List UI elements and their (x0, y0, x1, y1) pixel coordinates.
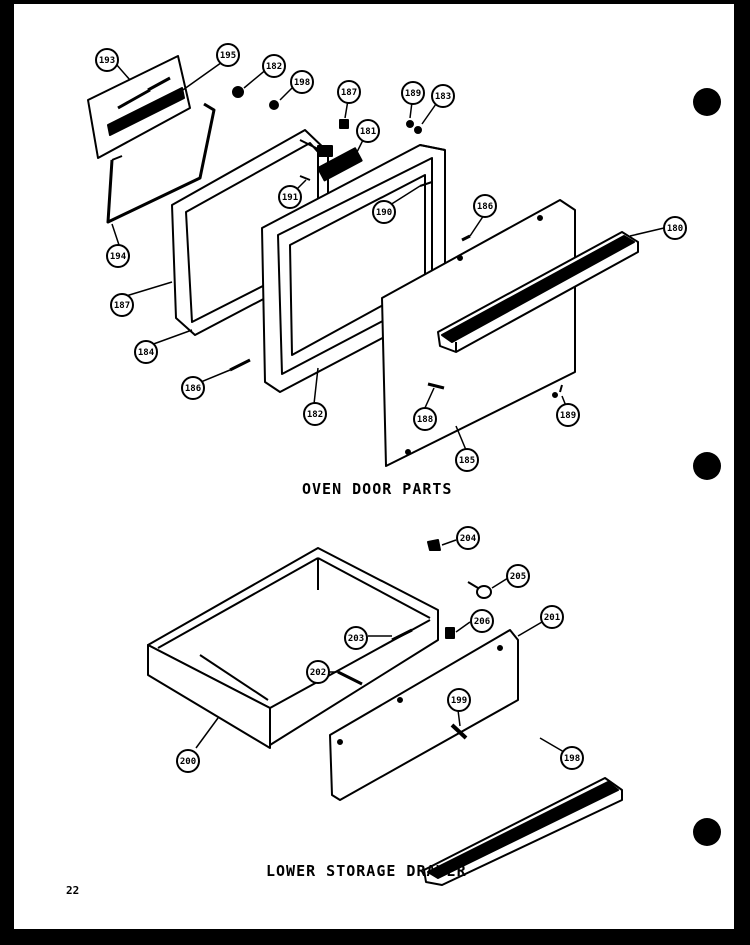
svg-text:189: 189 (560, 411, 576, 421)
svg-text:205: 205 (510, 572, 526, 582)
callout-198-top: 198 (290, 70, 314, 94)
callout-188: 188 (413, 407, 437, 431)
callout-202: 202 (306, 660, 330, 684)
lower-storage-drawer-title: LOWER STORAGE DRAWER (266, 862, 467, 880)
svg-text:182: 182 (307, 410, 323, 420)
svg-text:194: 194 (110, 252, 127, 262)
part-194-glass-channel (106, 102, 216, 224)
page-border-bottom (0, 929, 750, 945)
svg-text:190: 190 (376, 208, 392, 218)
small-hardware-oven (229, 86, 563, 393)
callout-186-top: 186 (473, 194, 497, 218)
page-border-right (734, 0, 750, 945)
callout-203: 203 (344, 626, 368, 650)
callouts: 193 195 182 198 187 189 183 181 191 190 … (95, 43, 687, 773)
part-198-drawer-handle (423, 777, 623, 886)
svg-text:180: 180 (667, 224, 683, 234)
part-193-panel-glass (87, 55, 191, 159)
callout-204: 204 (456, 526, 480, 550)
callout-187-top: 187 (337, 80, 361, 104)
callout-180: 180 (663, 216, 687, 240)
svg-text:187: 187 (114, 301, 130, 311)
callout-201: 201 (540, 605, 564, 629)
svg-text:193: 193 (99, 56, 115, 66)
svg-text:202: 202 (310, 668, 326, 678)
callout-190: 190 (372, 200, 396, 224)
small-hardware-drawer (337, 539, 492, 740)
svg-text:200: 200 (180, 757, 196, 767)
part-201-drawer-front (329, 629, 519, 801)
callout-200: 200 (176, 749, 200, 773)
callout-184: 184 (134, 340, 158, 364)
callout-181: 181 (356, 119, 380, 143)
page-border-top (0, 0, 750, 4)
page-number: 22 (66, 884, 80, 897)
svg-text:199: 199 (451, 696, 467, 706)
callout-194: 194 (106, 244, 130, 268)
svg-text:189: 189 (405, 89, 421, 99)
svg-text:203: 203 (348, 634, 364, 644)
svg-text:201: 201 (544, 613, 560, 623)
svg-text:186: 186 (185, 384, 201, 394)
svg-text:188: 188 (417, 415, 433, 425)
svg-text:195: 195 (220, 51, 236, 61)
svg-text:181: 181 (360, 127, 376, 137)
svg-text:191: 191 (282, 193, 298, 203)
svg-text:183: 183 (435, 92, 451, 102)
callout-185: 185 (455, 448, 479, 472)
binder-hole-middle (693, 452, 721, 480)
svg-text:184: 184 (138, 348, 155, 358)
svg-text:187: 187 (341, 88, 357, 98)
svg-text:182: 182 (266, 62, 282, 72)
callout-199: 199 (447, 688, 471, 712)
svg-text:186: 186 (477, 202, 493, 212)
callout-191: 191 (278, 185, 302, 209)
callout-189-top: 189 (401, 81, 425, 105)
svg-text:198: 198 (294, 78, 310, 88)
binder-hole-top (693, 88, 721, 116)
callout-193: 193 (95, 48, 119, 72)
oven-door-parts-title: OVEN DOOR PARTS (302, 480, 453, 498)
callout-195: 195 (216, 43, 240, 67)
svg-text:198: 198 (564, 754, 580, 764)
callout-182-top: 182 (262, 54, 286, 78)
callout-182-bottom: 182 (303, 402, 327, 426)
callout-198-bottom: 198 (560, 746, 584, 770)
callout-186-left: 186 (181, 376, 205, 400)
callout-189-right: 189 (556, 403, 580, 427)
leader-lines (111, 59, 665, 753)
callout-205: 205 (506, 564, 530, 588)
page-border-left (0, 0, 14, 945)
callout-206: 206 (470, 609, 494, 633)
callout-187-left: 187 (110, 293, 134, 317)
svg-text:185: 185 (459, 456, 475, 466)
binder-hole-bottom (693, 818, 721, 846)
part-180-door-handle (437, 231, 639, 353)
svg-text:206: 206 (474, 617, 490, 627)
svg-text:204: 204 (460, 534, 477, 544)
callout-183: 183 (431, 84, 455, 108)
